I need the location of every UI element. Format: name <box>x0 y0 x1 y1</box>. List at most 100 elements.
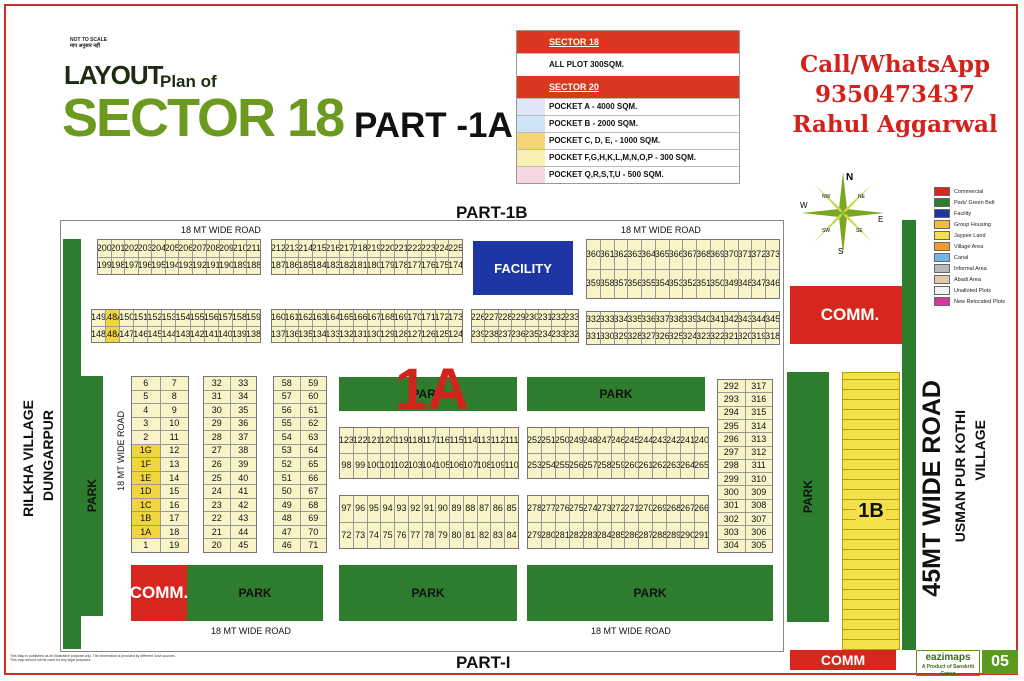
plot-cell[interactable]: 258 <box>597 453 611 478</box>
plot-cell[interactable]: 123 <box>340 428 353 453</box>
plot-cell[interactable]: 82 <box>477 522 491 548</box>
plot-cell[interactable]: 261 <box>639 453 653 478</box>
plot-cell[interactable]: 1G <box>132 444 160 458</box>
plot-cell[interactable]: 327 <box>642 328 655 344</box>
plot-cell[interactable]: 113 <box>477 428 491 453</box>
plot-cell[interactable]: 106 <box>450 453 463 478</box>
plot-cell[interactable]: 222 <box>408 240 422 257</box>
plot-cell[interactable]: 219 <box>367 240 381 257</box>
plot-cell[interactable]: 192 <box>193 257 206 274</box>
plot-cell[interactable]: 48 <box>274 512 300 525</box>
plot-cell[interactable]: 149 <box>92 310 106 326</box>
plot-cell[interactable]: 357 <box>614 269 628 298</box>
plot-cell[interactable]: 94 <box>381 496 395 522</box>
plot-cell[interactable]: 96 <box>353 496 367 522</box>
plot-cell[interactable]: 1A <box>132 525 160 539</box>
plot-cell[interactable]: 369 <box>711 240 724 269</box>
plot-cell[interactable]: 352 <box>683 269 697 298</box>
plot-cell[interactable]: 302 <box>718 513 745 526</box>
plot-cell[interactable]: 242 <box>667 428 681 453</box>
plot-cell[interactable]: 80 <box>450 522 463 548</box>
plot-cell[interactable]: 68 <box>300 498 326 512</box>
plot-cell[interactable]: 282 <box>569 522 583 548</box>
plot-cell[interactable]: 171 <box>422 310 435 326</box>
plot-cell[interactable]: 274 <box>583 496 597 522</box>
plot-cell[interactable]: 225 <box>449 240 462 257</box>
plot-cell[interactable]: 221 <box>394 240 408 257</box>
plot-cell[interactable]: 299 <box>718 473 745 486</box>
plot-cell[interactable]: 34 <box>230 390 256 404</box>
plot-cell[interactable]: 367 <box>683 240 697 269</box>
plot-cell[interactable]: 60 <box>300 390 326 404</box>
plot-cell[interactable]: 36 <box>230 417 256 431</box>
plot-cell[interactable]: 5 <box>132 390 160 404</box>
plot-cell[interactable]: 103 <box>408 453 422 478</box>
plot-cell[interactable]: 235 <box>525 326 538 342</box>
plot-cell[interactable]: 286 <box>625 522 639 548</box>
plot-cell[interactable]: 314 <box>745 419 772 433</box>
plot-cell[interactable]: 296 <box>718 433 745 446</box>
plot-cell[interactable]: 244 <box>639 428 653 453</box>
plot-cell[interactable]: 162 <box>299 310 312 326</box>
plot-cell[interactable]: 142 <box>190 326 204 342</box>
plot-cell[interactable]: 359 <box>587 269 600 298</box>
plot-cell[interactable]: 206 <box>179 240 193 257</box>
plot-cell[interactable]: 224 <box>435 240 449 257</box>
plot-cell[interactable]: 344 <box>752 312 766 328</box>
plot-cell[interactable]: 8 <box>160 390 188 404</box>
plot-cell[interactable]: 218 <box>353 240 367 257</box>
plot-cell[interactable]: 134 <box>312 326 326 342</box>
plot-cell[interactable]: 23 <box>204 498 230 512</box>
plot-cell[interactable]: 30 <box>204 404 230 417</box>
plot-cell[interactable]: 301 <box>718 499 745 513</box>
plot-cell[interactable]: 132 <box>340 326 353 342</box>
plot-cell[interactable]: 262 <box>653 453 667 478</box>
plot-cell[interactable]: 341 <box>711 312 724 328</box>
plot-cell[interactable]: 183 <box>326 257 340 274</box>
plot-cell[interactable]: 291 <box>695 522 708 548</box>
plot-cell[interactable]: 205 <box>165 240 179 257</box>
plot-cell[interactable]: 322 <box>711 328 724 344</box>
plot-cell[interactable]: 331 <box>587 328 600 344</box>
plot-cell[interactable]: 40 <box>230 471 256 485</box>
plot-cell[interactable]: 26 <box>204 458 230 471</box>
plot-cell[interactable]: 273 <box>597 496 611 522</box>
plot-cell[interactable]: 321 <box>724 328 738 344</box>
plot-cell[interactable]: 172 <box>435 310 449 326</box>
plot-cell[interactable]: 248 <box>583 428 597 453</box>
plot-cell[interactable]: 137 <box>272 326 285 342</box>
plot-cell[interactable]: 92 <box>408 496 422 522</box>
plot-cell[interactable]: 39 <box>230 458 256 471</box>
plot-cell[interactable]: 348 <box>738 269 752 298</box>
plot-cell[interactable]: 1F <box>132 458 160 471</box>
plot-cell[interactable]: 198 <box>111 257 125 274</box>
plot-cell[interactable]: 125 <box>435 326 449 342</box>
plot-cell[interactable]: 16 <box>160 498 188 512</box>
plot-cell[interactable]: 71 <box>300 539 326 552</box>
plot-cell[interactable]: 63 <box>300 431 326 444</box>
plot-cell[interactable]: 304 <box>718 539 745 552</box>
plot-cell[interactable]: 272 <box>611 496 625 522</box>
plot-cell[interactable]: 186 <box>285 257 299 274</box>
plot-cell[interactable]: 164 <box>326 310 340 326</box>
plot-cell[interactable]: 288 <box>653 522 667 548</box>
plot-cell[interactable]: 104 <box>422 453 436 478</box>
plot-cell[interactable]: 148A <box>106 326 120 342</box>
plot-cell[interactable]: 193 <box>179 257 193 274</box>
plot-cell[interactable]: 351 <box>697 269 711 298</box>
plot-cell[interactable]: 155 <box>190 310 204 326</box>
plot-cell[interactable]: 44 <box>230 525 256 539</box>
plot-cell[interactable]: 78 <box>422 522 436 548</box>
plot-cell[interactable]: 110 <box>505 453 518 478</box>
plot-cell[interactable]: 126 <box>422 326 435 342</box>
plot-cell[interactable]: 275 <box>569 496 583 522</box>
plot-cell[interactable]: 300 <box>718 486 745 499</box>
plot-cell[interactable]: 152 <box>148 310 162 326</box>
plot-cell[interactable]: 38 <box>230 444 256 458</box>
plot-cell[interactable]: 231 <box>538 310 552 326</box>
plot-cell[interactable]: 191 <box>206 257 220 274</box>
plot-cell[interactable]: 159 <box>246 310 260 326</box>
plot-cell[interactable]: 86 <box>491 496 505 522</box>
plot-cell[interactable]: 230 <box>525 310 538 326</box>
plot-cell[interactable]: 169 <box>394 310 408 326</box>
